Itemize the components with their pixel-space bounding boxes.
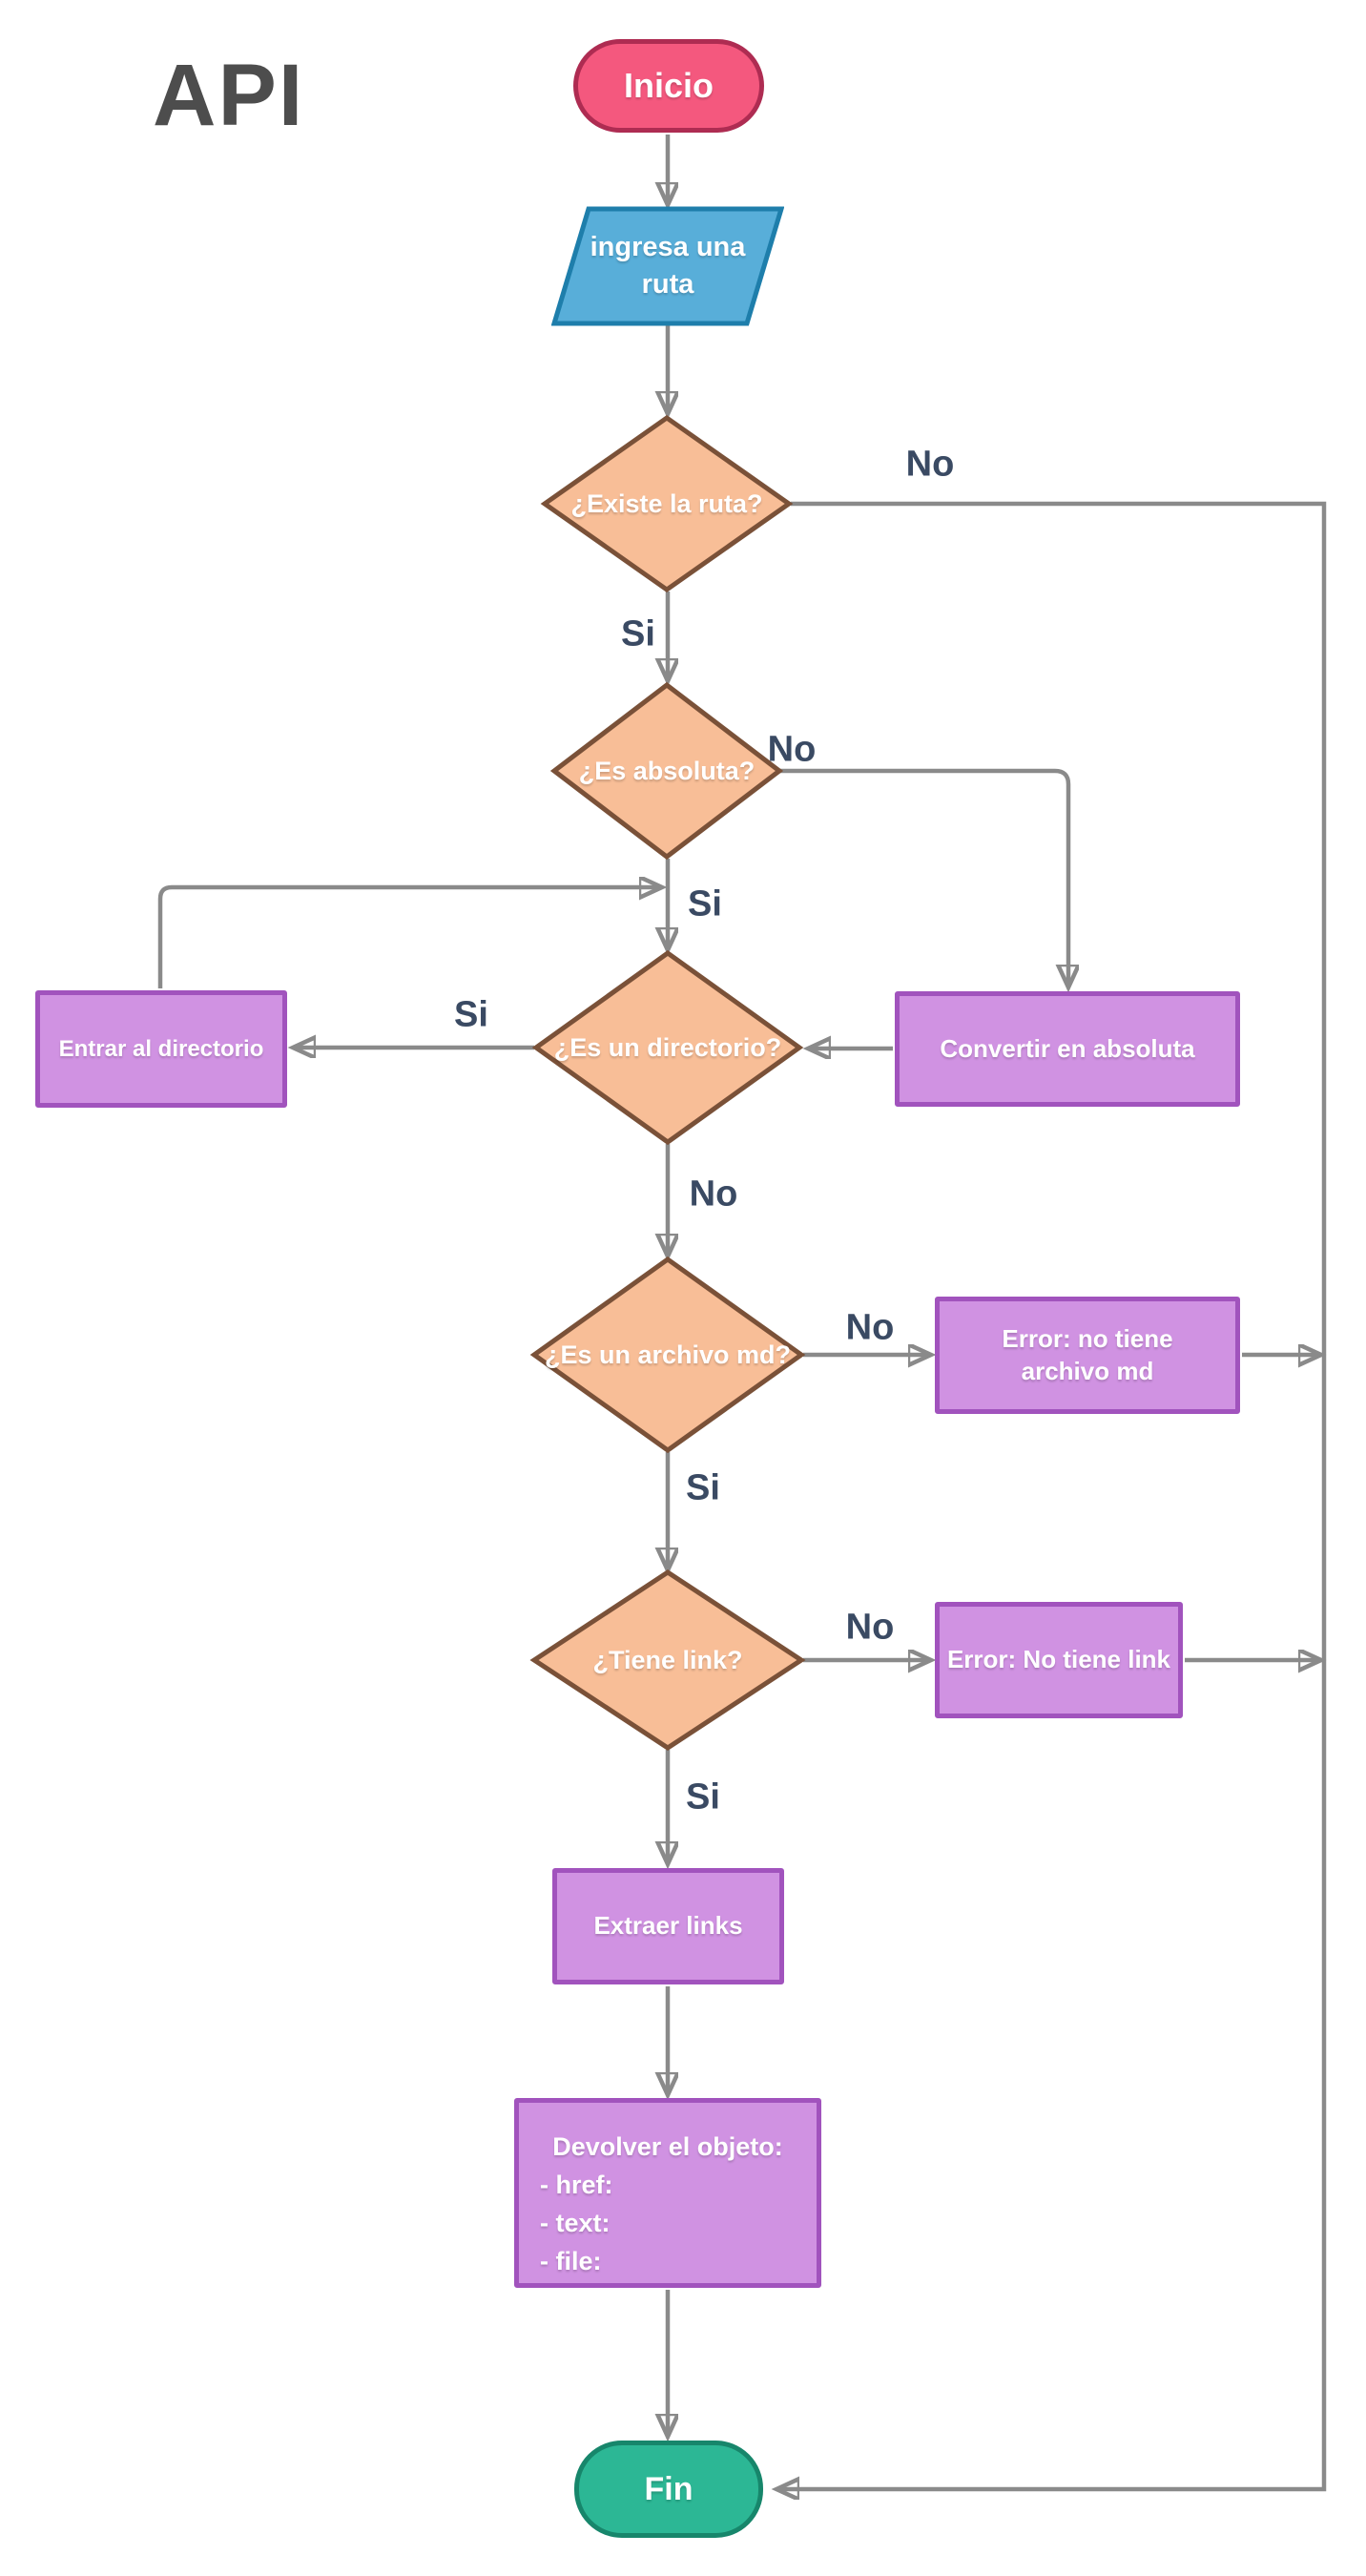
node-has-link: ¿Tiene link?	[529, 1568, 806, 1753]
edge-label-absolute-no: No	[767, 729, 817, 770]
page-title: API	[153, 47, 305, 144]
node-extract-links: Extraer links	[552, 1868, 784, 1984]
node-enter-directory: Entrar al directorio	[35, 990, 287, 1108]
edge-label-directory-no: No	[689, 1174, 738, 1215]
edge-label-md-no: No	[845, 1307, 895, 1348]
node-enter-directory-label: Entrar al directorio	[58, 1035, 264, 1062]
diamond-shape	[529, 1569, 806, 1751]
node-extract-links-label: Extraer links	[593, 1911, 743, 1941]
return-object-line: Devolver el objeto:	[552, 2132, 783, 2161]
node-has-link-label: ¿Tiene link?	[592, 1645, 743, 1674]
node-input-route-label: ingresa una ruta	[590, 231, 746, 300]
diamond-shape	[529, 1256, 806, 1454]
node-is-absolute: ¿Es absoluta?	[549, 680, 784, 862]
node-end: Fin	[574, 2441, 763, 2538]
edge-exists-no-to-end	[776, 501, 1327, 2489]
node-is-directory: ¿Es un directorio?	[531, 948, 804, 1147]
node-error-no-link-label: Error: No tiene link	[946, 1645, 1171, 1674]
return-object-line: - href:	[540, 2171, 613, 2199]
node-convert-absolute-label: Convertir en absoluta	[940, 1033, 1195, 1063]
node-start-label: Inicio	[623, 66, 714, 105]
edge-label-directory-si: Si	[454, 994, 488, 1035]
edge-label-link-no: No	[845, 1607, 895, 1648]
node-error-no-md: Error: no tiene archivo md	[935, 1297, 1240, 1414]
edge-label-exists-no: No	[905, 444, 955, 485]
edge-enterdir-loop-to-spine	[157, 887, 662, 988]
parallelogram-shape	[551, 206, 784, 326]
node-error-no-md-label: Error: no tiene archivo md	[1002, 1323, 1173, 1385]
node-end-label: Fin	[644, 2470, 693, 2507]
return-object-line: - text:	[540, 2209, 611, 2237]
node-is-absolute-label: ¿Es absoluta?	[578, 756, 755, 785]
edge-label-link-si: Si	[686, 1776, 720, 1818]
node-input-route: ingresa una ruta	[551, 206, 784, 326]
diamond-shape	[540, 414, 794, 593]
node-error-no-link: Error: No tiene link	[935, 1602, 1183, 1718]
node-convert-absolute: Convertir en absoluta	[895, 991, 1240, 1107]
edge-label-exists-si: Si	[621, 613, 655, 654]
return-object-line: - file:	[540, 2247, 602, 2275]
node-is-md-file-label: ¿Es un archivo md?	[544, 1340, 792, 1369]
node-is-directory-label: ¿Es un directorio?	[553, 1032, 782, 1062]
node-is-md-file: ¿Es un archivo md?	[529, 1255, 806, 1455]
node-return-object: Devolver el objeto: - href: - text: - fi…	[514, 2098, 821, 2288]
node-start: Inicio	[573, 39, 764, 133]
node-exists-route-label: ¿Existe la ruta?	[570, 488, 763, 518]
edge-label-md-si: Si	[686, 1467, 720, 1508]
node-exists-route: ¿Existe la ruta?	[540, 413, 794, 594]
edge-absolute-no-to-convert	[779, 768, 1068, 987]
diamond-shape	[549, 681, 784, 861]
diamond-shape	[531, 949, 804, 1146]
edge-label-absolute-si: Si	[688, 883, 722, 924]
